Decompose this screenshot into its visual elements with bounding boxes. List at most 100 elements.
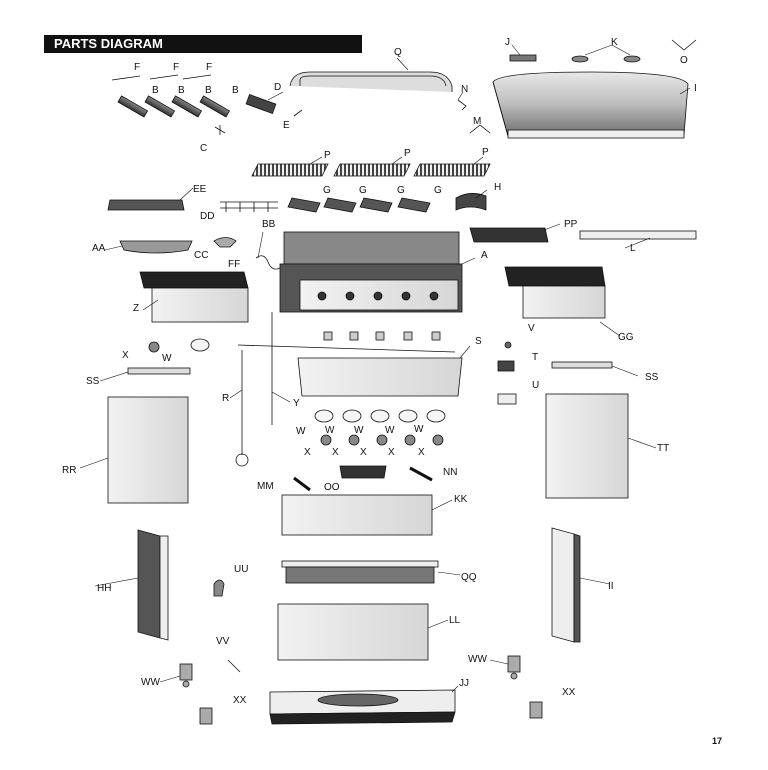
part-cc: [213, 237, 237, 248]
label-kk: KK: [454, 494, 468, 505]
leader-lines: [79, 44, 691, 693]
part-q-rail: [289, 71, 453, 92]
part-rr-panel: [107, 396, 189, 504]
label-aa: AA: [92, 243, 106, 254]
label-w-left: W: [162, 353, 172, 364]
page-number: 17: [712, 736, 723, 746]
label-g-4: G: [434, 185, 442, 196]
label-q: Q: [394, 47, 402, 58]
label-g-2: G: [359, 185, 367, 196]
label-b-4: B: [232, 85, 239, 96]
label-f-2: F: [173, 62, 180, 73]
label-dd: DD: [200, 211, 215, 222]
part-x-knob-left: [148, 341, 160, 353]
part-tt-panel: [545, 393, 629, 499]
part-b-burners: [117, 95, 231, 118]
label-d: D: [274, 82, 282, 93]
label-uu: UU: [234, 564, 249, 575]
label-w-2: W: [325, 425, 335, 436]
label-qq: QQ: [461, 572, 477, 583]
part-nn: [409, 466, 433, 482]
label-bb: BB: [262, 219, 276, 230]
label-y: Y: [293, 398, 300, 409]
label-u: U: [532, 380, 540, 391]
part-kk-panel: [281, 494, 433, 536]
label-t: T: [532, 352, 539, 363]
label-o: O: [680, 55, 688, 66]
label-p-1: P: [324, 150, 331, 161]
part-w-bezel-left: [190, 338, 210, 352]
label-l: L: [630, 243, 636, 254]
label-a: A: [481, 250, 488, 261]
part-ww-caster-right: [507, 655, 521, 680]
label-hh: HH: [97, 583, 112, 594]
page-title: PARTS DIAGRAM: [44, 35, 362, 53]
part-ii-bracket: [551, 527, 581, 643]
part-i-lid: [492, 71, 689, 139]
part-a-firebox: [279, 231, 463, 313]
label-x-1: X: [304, 447, 311, 458]
part-valves: [323, 331, 441, 341]
label-w-1: W: [296, 426, 306, 437]
label-p-2: P: [404, 148, 411, 159]
part-oo-grease-tray: [339, 465, 387, 479]
part-xx-caster-left: [199, 707, 213, 725]
part-hh-bracket: [137, 529, 169, 641]
label-cc: CC: [194, 250, 209, 261]
label-ss-left: SS: [86, 376, 100, 387]
part-ff-wire: [255, 255, 281, 270]
part-ss-left: [127, 367, 191, 375]
label-j: J: [505, 37, 510, 48]
label-f-1: F: [134, 62, 141, 73]
part-c: [214, 125, 226, 135]
part-ee: [107, 199, 185, 211]
label-ff: FF: [228, 259, 241, 270]
label-n: N: [461, 84, 469, 95]
part-l: [579, 230, 697, 240]
label-b-2: B: [178, 85, 185, 96]
label-b-3: B: [205, 85, 212, 96]
label-ee: EE: [193, 184, 207, 195]
label-mm: MM: [257, 481, 274, 492]
label-ww-left: WW: [141, 677, 160, 688]
label-xx-left: XX: [233, 695, 247, 706]
part-qq-panel: [281, 560, 439, 584]
label-r: R: [222, 393, 230, 404]
label-z: Z: [133, 303, 140, 314]
part-r-manifold: [235, 312, 456, 467]
part-k-left: [571, 55, 589, 63]
label-jj: JJ: [459, 678, 469, 689]
label-p-3: P: [482, 147, 489, 158]
part-ss-right: [551, 361, 613, 369]
part-z: [139, 271, 249, 323]
label-h: H: [494, 182, 502, 193]
part-xx-caster-right: [529, 701, 543, 719]
part-ll-panel: [277, 603, 429, 661]
label-s: S: [475, 336, 482, 347]
label-e: E: [283, 120, 290, 131]
label-i: I: [694, 83, 697, 94]
part-jj-base: [269, 689, 456, 725]
part-e: [293, 109, 303, 117]
label-v: V: [528, 323, 535, 334]
part-n: [457, 99, 467, 111]
part-uu: [213, 579, 225, 597]
label-vv: VV: [216, 636, 230, 647]
part-mm: [293, 476, 311, 492]
label-x-4: X: [388, 447, 395, 458]
label-w-3: W: [354, 425, 364, 436]
part-p-grates: [251, 163, 491, 177]
label-tt: TT: [657, 443, 670, 454]
part-ww-caster-left: [179, 663, 193, 688]
part-t: [497, 360, 515, 372]
label-w-4: W: [385, 425, 395, 436]
label-g-1: G: [323, 185, 331, 196]
label-pp: PP: [564, 219, 578, 230]
label-rr: RR: [62, 465, 77, 476]
part-pp: [469, 227, 549, 243]
label-x-2: X: [332, 447, 339, 458]
part-j: [509, 54, 537, 62]
label-xx-right: XX: [562, 687, 576, 698]
part-f-rods: [111, 74, 212, 81]
